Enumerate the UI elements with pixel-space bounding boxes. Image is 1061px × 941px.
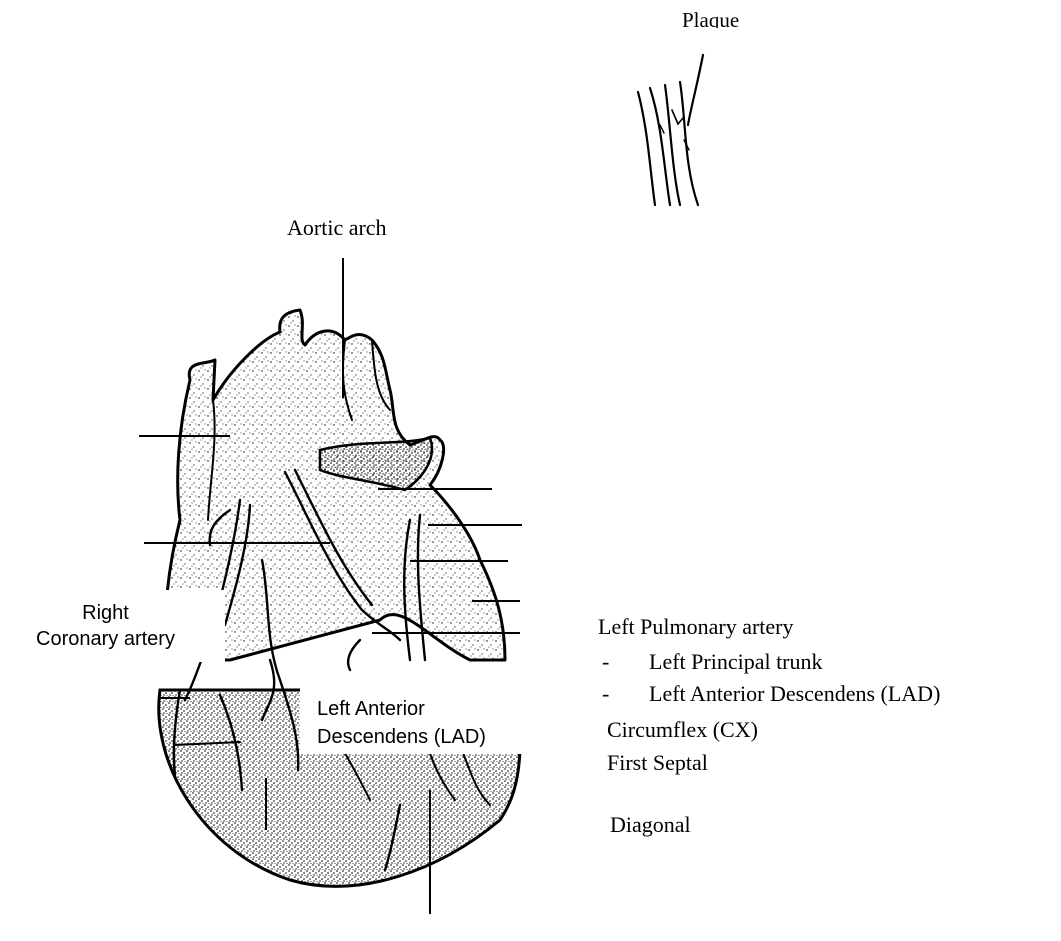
lad-inset-label: Left Anterior Descendens (LAD) (317, 695, 486, 751)
right-coronary-artery-label: Right Coronary artery (8, 600, 203, 652)
plaque-vessel-sketch (638, 55, 703, 205)
left-anterior-descendens-label: Left Anterior Descendens (LAD) (649, 681, 940, 706)
diagonal-label: Diagonal (610, 812, 691, 837)
aortic-arch-label: Aortic arch (287, 215, 387, 240)
right-coronary-line-2: Coronary artery (8, 626, 203, 652)
circumflex-label: Circumflex (CX) (607, 717, 758, 742)
left-principal-trunk-label: Left Principal trunk (649, 649, 823, 674)
plaque-label: Plaque (682, 8, 739, 28)
lad-inset-line-1: Left Anterior (317, 695, 486, 723)
heart-illustration (139, 258, 522, 914)
left-pulmonary-artery-label: Left Pulmonary artery (598, 614, 794, 639)
list-marker: - (602, 681, 649, 706)
first-septal-label: First Septal (607, 750, 708, 775)
list-marker: - (602, 649, 649, 674)
left-principal-trunk-item: -Left Principal trunk (602, 649, 823, 674)
left-anterior-descendens-item: -Left Anterior Descendens (LAD) (602, 681, 940, 706)
right-coronary-line-1: Right (8, 600, 203, 626)
lad-inset-line-2: Descendens (LAD) (317, 723, 486, 751)
